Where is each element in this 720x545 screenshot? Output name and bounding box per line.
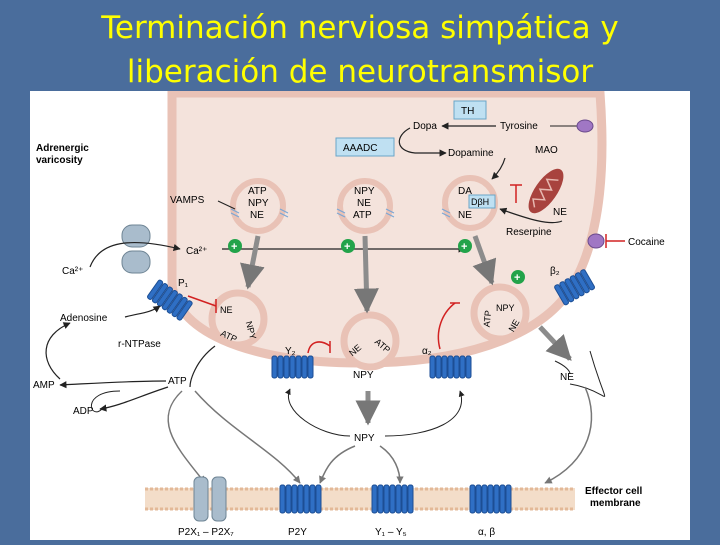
mitochondrion-icon [528,168,564,214]
vesicle-1-ne: NE [250,210,264,221]
slide-title: Terminación nerviosa simpática y liberac… [0,6,720,94]
ne-release-label: NE [560,372,574,383]
plus-3: + [461,241,467,253]
title-line-1: Terminación nerviosa simpática y [101,10,619,46]
varicosity-label-2: varicosity [36,155,83,166]
npy-release-label: NPY [354,433,375,444]
atp-label: ATP [168,376,187,387]
title-line-2: liberación de neurotransmisor [126,54,594,90]
plus-1: + [231,241,237,253]
p1-label: P₁ [178,278,189,289]
vesicle-2: NPY NE ATP [337,178,393,234]
ne-label: NE [553,207,567,218]
receptor-label-p2y: P2Y [288,527,307,538]
calcium-channel [121,224,151,274]
vesicle-1: ATP NPY NE [230,178,286,234]
adp-label: ADP [73,406,94,417]
ca-inside-label: Ca²⁺ [186,246,207,257]
tyrosine-label: Tyrosine [500,121,538,132]
aaadc-label: AAADC [343,143,377,154]
rntpase-label: r-NTPase [118,339,161,350]
dopa-label: Dopa [413,121,437,132]
fused-left-ne: NE [220,305,233,315]
cocaine-label: Cocaine [628,237,665,248]
vesicle-1-atp: ATP [248,186,267,197]
amp-label: AMP [33,380,55,391]
postsynaptic-receptors [279,484,512,514]
presynaptic-receptors [147,269,595,379]
p2x-channel [193,476,227,522]
dopamine-label: Dopamine [448,148,494,159]
ca-outside-label: Ca²⁺ [62,266,83,277]
fused-right-npy: NPY [496,303,515,313]
y2-label: Y₂ [285,346,296,357]
mao-label: MAO [535,145,558,156]
exocytosis-arrows [240,235,572,426]
alpha2-label: α₂ [422,346,432,357]
adenosine-label: Adenosine [60,313,108,324]
fused-vesicle-center [340,311,400,371]
vesicle-3: DA DβH NE [442,175,498,231]
tyrosine-transporter [576,119,594,133]
beta2-label: β₂ [550,266,560,277]
vesicle-1-npy: NPY [248,198,269,209]
fused-right-atp: ATP [482,310,493,328]
fused-left-npy: NPY [244,320,258,340]
snare-marks [230,208,451,218]
plus-symbols: + + + + [228,239,525,284]
th-enzyme-box [453,100,487,120]
fused-vesicle-right [470,283,530,343]
aaadc-enzyme-box [335,137,395,157]
vesicle-2-ne: NE [357,198,371,209]
vesicle-2-atp: ATP [353,210,372,221]
ne-transporter [587,233,605,249]
receptor-label-alpha-beta: α, β [478,527,495,538]
receptor-label-p2x: P2X₁ – P2X₇ [178,527,234,538]
vesicle-3-ne: NE [458,210,472,221]
receptor-label-y: Y₁ – Y₅ [375,527,407,538]
diagram-panel: Adrenergic varicosity TH AAADC Tyrosine … [30,88,690,540]
plus-2: + [344,241,350,253]
reserpine-label: Reserpine [506,227,552,238]
plus-4: + [514,272,520,284]
vamps-label: VAMPS [170,195,205,206]
vesicle-2-npy: NPY [354,186,375,197]
varicosity-label-1: Adrenergic [36,143,89,154]
fused-vesicle-left [208,289,268,349]
th-label: TH [461,106,474,117]
sympathetic-terminal-diagram: Adrenergic varicosity TH AAADC Tyrosine … [33,88,665,538]
varicosity-terminal [167,88,607,371]
effector-label-1: Effector cell [585,486,642,497]
effector-label-2: membrane [590,498,641,509]
vesicle-3-da: DA [458,186,472,197]
dbh-label: DβH [471,197,489,207]
fused-center-npy: NPY [353,370,374,381]
